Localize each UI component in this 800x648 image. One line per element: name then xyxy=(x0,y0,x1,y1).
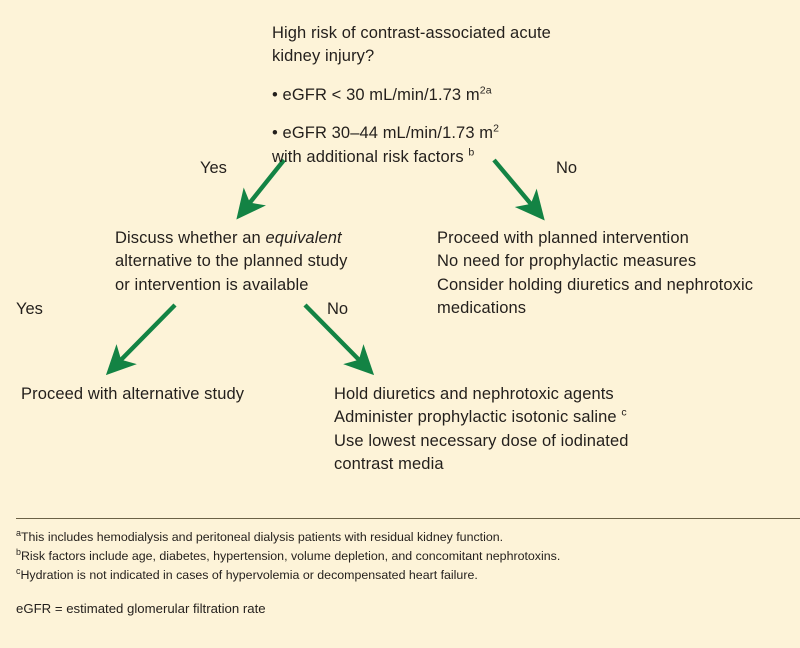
discuss-line-3: or intervention is available xyxy=(115,275,309,294)
proceed-planned-line-2: No need for prophylactic measures xyxy=(437,252,697,271)
arrow-yes-to-alternative-study xyxy=(105,303,177,376)
question-line-1: High risk of contrast-associated acute xyxy=(272,24,551,42)
discuss-line-2: alternative to the planned study xyxy=(115,252,348,271)
hold-line-3a: Use lowest necessary dose of iodinated xyxy=(334,431,629,450)
footnote-a: aThis includes hemodialysis and peritone… xyxy=(16,528,791,547)
outcome-node-hold-diuretics: Hold diuretics and nephrotoxic agents Ad… xyxy=(334,383,664,477)
branch-label-no-1: No xyxy=(556,159,578,177)
decision-node-high-risk: High risk of contrast-associated acute k… xyxy=(272,22,602,169)
footnote-b-text: Risk factors include age, diabetes, hype… xyxy=(20,548,561,563)
question-bullet-2-line-2: with additional risk factors b xyxy=(272,146,602,169)
question-bullet-2-text: • eGFR 30–44 mL/min/1.73 m xyxy=(272,124,494,143)
hold-line-2-text: Administer prophylactic isotonic saline xyxy=(334,408,622,427)
question-bullet-2-line-2-text: with additional risk factors xyxy=(272,147,469,166)
footnote-a-text: This includes hemodialysis and peritonea… xyxy=(20,530,504,544)
footnote-b-marker: b xyxy=(16,546,21,557)
proceed-planned-line-1: Proceed with planned intervention xyxy=(437,229,689,247)
outcome-node-proceed-planned: Proceed with planned intervention No nee… xyxy=(437,227,767,321)
hold-line-3b: contrast media xyxy=(334,455,444,474)
branch-label-yes-2: Yes xyxy=(16,300,43,318)
hold-line-1: Hold diuretics and nephrotoxic agents xyxy=(334,385,614,403)
question-bullet-1-superscript: 2 xyxy=(479,84,486,97)
discuss-line-1: Discuss whether an equivalent xyxy=(115,227,375,250)
footnote-c-text: Hydration is not indicated in cases of h… xyxy=(20,567,478,582)
decision-node-discuss-alternative: Discuss whether an equivalent alternativ… xyxy=(115,227,375,297)
abbreviation-key: eGFR = estimated glomerular filtration r… xyxy=(16,601,266,616)
proceed-planned-line-3a: Consider holding diuretics and nephrotox… xyxy=(437,275,754,294)
footnote-c-marker: c xyxy=(16,565,21,576)
footnote-ref-b: b xyxy=(468,146,475,159)
question-bullet-2-superscript: 2 xyxy=(493,122,500,135)
discuss-emphasis-equivalent: equivalent xyxy=(265,229,342,247)
question-bullet-2: • eGFR 30–44 mL/min/1.73 m2 xyxy=(272,122,602,145)
footnote-ref-c: c xyxy=(621,406,627,419)
footnote-ref-a: a xyxy=(485,84,494,97)
question-bullet-1-text: • eGFR < 30 mL/min/1.73 m xyxy=(272,85,480,104)
branch-label-no-2: No xyxy=(327,300,349,318)
question-line-2: kidney injury? xyxy=(272,47,375,66)
hold-line-2: Administer prophylactic isotonic saline … xyxy=(334,406,664,429)
footnote-c: cHydration is not indicated in cases of … xyxy=(16,566,791,585)
footnote-a-marker: a xyxy=(16,527,21,538)
discuss-line-1-text: Discuss whether an xyxy=(115,229,266,247)
branch-label-yes-1: Yes xyxy=(200,159,227,177)
footnote-divider xyxy=(16,518,800,519)
question-bullet-1: • eGFR < 30 mL/min/1.73 m2a xyxy=(272,84,602,107)
proceed-planned-line-3b: medications xyxy=(437,299,527,318)
alternative-study-line-1: Proceed with alternative study xyxy=(21,385,245,403)
outcome-node-alternative-study: Proceed with alternative study xyxy=(21,383,321,406)
footnote-list: aThis includes hemodialysis and peritone… xyxy=(16,528,791,585)
footnote-b: bRisk factors include age, diabetes, hyp… xyxy=(16,547,791,566)
